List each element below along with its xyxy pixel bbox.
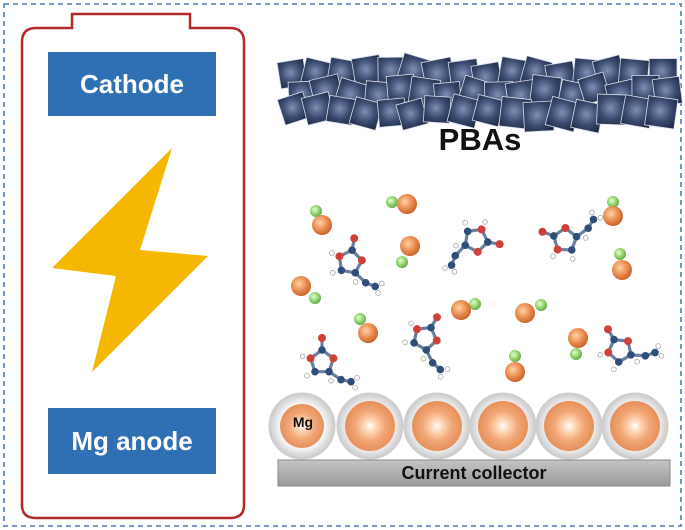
pba-cube (644, 95, 679, 130)
anion-sphere (386, 196, 398, 208)
carbonate-molecule (402, 313, 451, 380)
pba-crystal-cluster (276, 52, 683, 134)
anion-sphere (535, 299, 547, 311)
mg-ion-sphere (568, 328, 588, 348)
carbonate-molecule-group (299, 209, 665, 391)
carbonate-molecule (442, 219, 504, 275)
pbas-label: PBAs (438, 122, 522, 157)
carbonate-molecule (597, 325, 665, 373)
anion-sphere (310, 205, 322, 217)
mg-sphere-core (280, 404, 324, 448)
anion-sphere (614, 248, 626, 260)
mg-ion-sphere (291, 276, 311, 296)
mg-sphere-core (478, 401, 528, 451)
mg-ion-group (291, 194, 632, 382)
carbonate-molecule (299, 334, 360, 391)
anion-sphere (469, 298, 481, 310)
current-collector-label: Current collector (401, 462, 547, 483)
mg-ion-sphere (400, 236, 420, 256)
anion-sphere (396, 256, 408, 268)
mg-ion-sphere (505, 362, 525, 382)
current-collector-bar (277, 459, 671, 487)
mg-ion-sphere (397, 194, 417, 214)
mg-ion-sphere (358, 323, 378, 343)
mg-metal-layer (268, 392, 669, 460)
outer-dashed-frame (3, 3, 682, 527)
lightning-bolt-icon (52, 148, 208, 372)
mg-ion-sphere (312, 215, 332, 235)
pba-cube (422, 95, 452, 124)
anion-sphere (570, 348, 582, 360)
battery-outline (20, 12, 246, 520)
anion-sphere (354, 313, 366, 325)
mg-anode-label: Mg anode (48, 408, 216, 474)
anion-sphere (509, 350, 521, 362)
cathode-label: Cathode (48, 52, 216, 116)
mg-ion-sphere (603, 206, 623, 226)
mg-sphere-core (610, 401, 660, 451)
mg-ion-sphere (451, 300, 471, 320)
anion-sphere (607, 196, 619, 208)
mg-sphere-core (412, 401, 462, 451)
mg-sphere-core (544, 401, 594, 451)
mg-ion-sphere (515, 303, 535, 323)
anion-sphere (309, 292, 321, 304)
carbonate-molecule (538, 209, 604, 262)
mg-sphere-core (345, 401, 395, 451)
mg-ion-sphere (612, 260, 632, 280)
mg-sphere-label: Mg (292, 414, 314, 430)
carbonate-molecule (329, 234, 385, 296)
